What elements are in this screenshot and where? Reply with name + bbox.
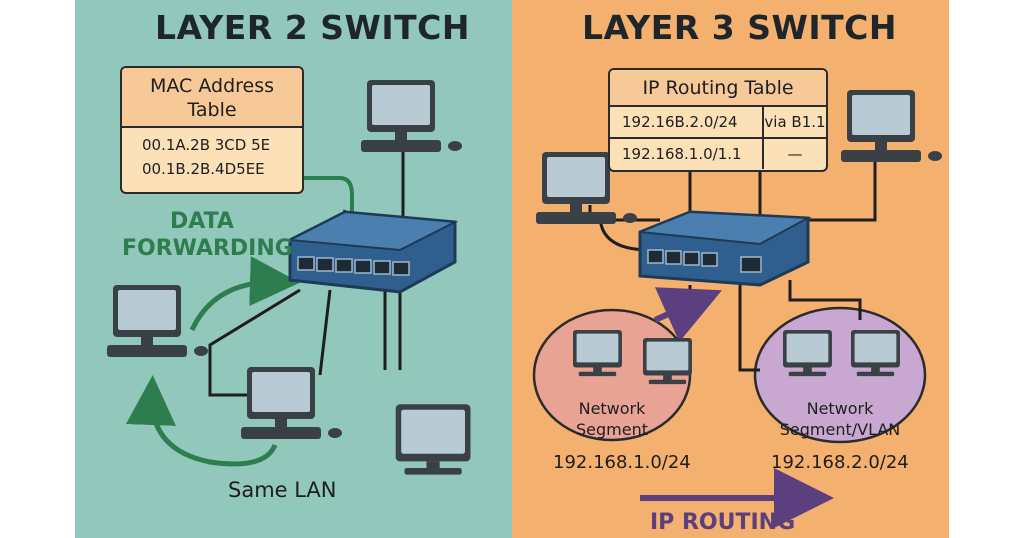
data-forwarding-label: DATA FORWARDING [122,208,293,262]
segment-left-label-line1: Network [578,399,646,418]
segment-right-subnet: 192.168.2.0/24 [771,452,909,473]
layer3-switch [638,210,812,287]
layer2-switch [286,210,459,294]
mac-table-title-line1: MAC Address [149,75,275,97]
routing-network: 192.168.1.0/1.1 [610,139,764,169]
layer3-title: LAYER 3 SWITCH [582,8,897,47]
mac-address-table: MAC Address Table 00.1A.2B 3CD 5E 00.1B.… [120,66,304,194]
mac-entry: 00.1B.2B.4D5EE [142,160,265,178]
ip-routing-table: IP Routing Table 192.16B.2.0/24 via B1.1… [608,68,828,172]
switch-ports [297,256,410,276]
routing-row: 192.16B.2.0/24 via B1.1 [610,107,826,139]
mac-table-title-line2: Table [187,99,237,121]
routing-via: — [787,145,803,163]
switch-ports [647,249,762,273]
mac-entry: 00.1A.2B 3CD 5E [142,136,271,154]
routing-row: 192.168.1.0/1.1 — [610,139,826,169]
layer2-title: LAYER 2 SWITCH [155,8,470,47]
routing-table-title: IP Routing Table [610,70,826,107]
same-lan-arrow [125,375,278,467]
same-lan-label: Same LAN [228,478,337,502]
data-forwarding-line1: DATA [170,209,234,234]
routing-network: 192.16B.2.0/24 [610,107,764,137]
data-forwarding-line2: FORWARDING [122,236,293,261]
segment-right-label-line1: Network [806,399,874,418]
ip-routing-label: IP ROUTING [650,510,796,535]
segment-left-subnet: 192.168.1.0/24 [553,452,691,473]
segment-left-label: Network Segment [552,398,672,440]
routing-via: via B1.1 [764,113,826,131]
segment-left-label-line2: Segment [576,420,648,439]
mac-table-link [300,176,354,228]
forwarding-arrow [189,256,300,332]
left-cables [208,140,405,397]
segment-right-label-line2: Segment/VLAN [779,420,901,439]
segment-right-label: Network Segment/VLAN [765,398,915,440]
segment-to-switch-arrow [653,287,722,343]
